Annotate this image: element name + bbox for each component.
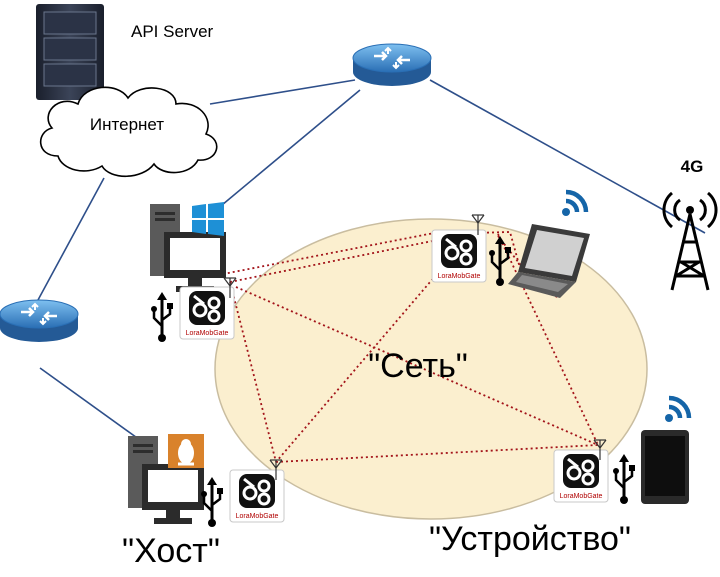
wifi-icon bbox=[665, 398, 689, 422]
api-server-label: API Server bbox=[131, 22, 214, 41]
usb-icon bbox=[149, 290, 175, 344]
mesh-link bbox=[235, 286, 599, 446]
windows-logo-icon bbox=[192, 202, 224, 236]
server-icon bbox=[36, 4, 104, 100]
gateway-label: LoraMobGate bbox=[560, 493, 603, 500]
mesh-link bbox=[217, 232, 435, 276]
windows-pc-icon bbox=[150, 202, 226, 292]
link-internet-router bbox=[209, 79, 356, 105]
wifi-icon bbox=[562, 192, 586, 216]
linux-logo-icon bbox=[168, 434, 204, 468]
mesh-link bbox=[275, 444, 599, 463]
cloud-icon bbox=[39, 86, 218, 177]
network-label: "Сеть" bbox=[368, 347, 468, 385]
mesh-link bbox=[229, 281, 277, 463]
router-icon bbox=[351, 42, 433, 88]
gateway-label: LoraMobGate bbox=[438, 273, 481, 280]
cellular-label: 4G bbox=[681, 157, 704, 176]
mesh-link bbox=[497, 233, 599, 446]
link-internet-router2 bbox=[37, 177, 105, 301]
link-router-tower bbox=[429, 79, 706, 234]
links bbox=[37, 79, 706, 441]
usb-icon bbox=[199, 475, 225, 529]
gateway-label: LoraMobGate bbox=[186, 330, 229, 337]
internet-label: Интернет bbox=[90, 115, 164, 134]
device-label: "Устройство" bbox=[429, 520, 631, 558]
laptop-icon bbox=[508, 224, 590, 298]
cell-tower-icon bbox=[662, 191, 718, 291]
usb-icon bbox=[611, 452, 637, 506]
link-pc-router bbox=[221, 89, 361, 206]
network-area bbox=[214, 218, 648, 520]
host-label: "Хост" bbox=[122, 532, 220, 570]
router-icon bbox=[0, 298, 80, 344]
gateway-label: LoraMobGate bbox=[236, 513, 279, 520]
linux-pc-icon bbox=[128, 434, 204, 524]
smartphone-icon bbox=[641, 430, 689, 504]
link-router2-host bbox=[39, 367, 141, 441]
